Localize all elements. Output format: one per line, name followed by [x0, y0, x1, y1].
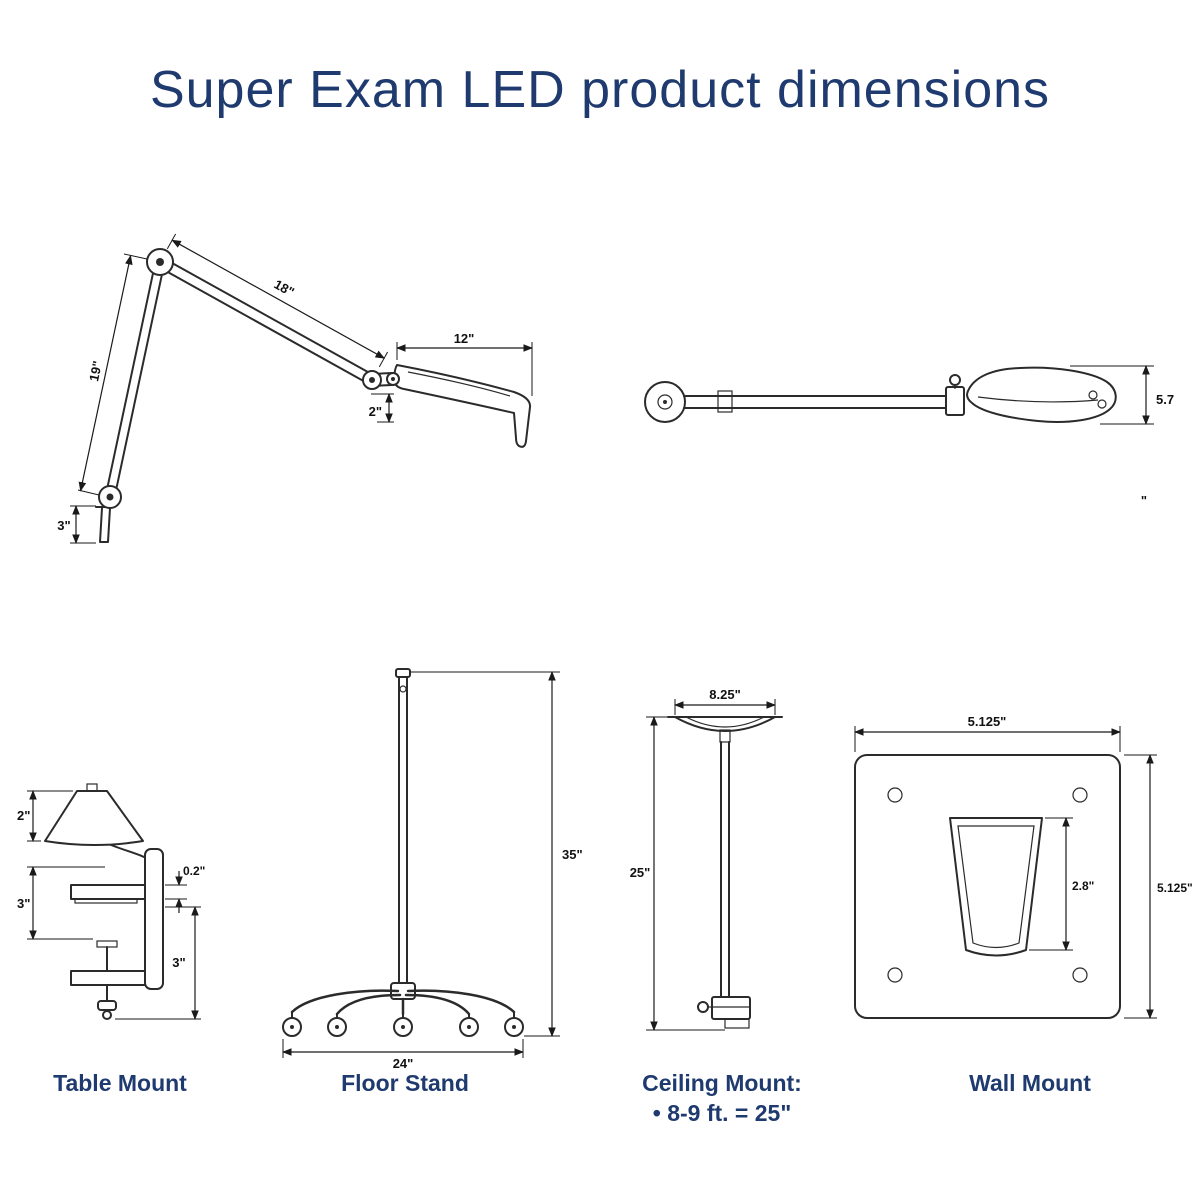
- lamp-head: [392, 364, 532, 448]
- dim-pad-thickness: 0.2": [165, 864, 205, 913]
- drawing-wall-mount: 5.125" 5.125" 2.8": [845, 712, 1200, 1047]
- dim-plate-height: 5.125": [1124, 754, 1193, 1019]
- dim-label-18: 18": [272, 277, 297, 300]
- floor-stand-svg: 35" 24": [282, 668, 583, 1071]
- drawing-lamp-extended: 18" 19" 12" 2": [40, 210, 580, 570]
- wall-mount-body: [854, 754, 1121, 1019]
- lamp-joints: [98, 248, 400, 509]
- dim-canopy-width: 8.25": [674, 687, 776, 715]
- lamp-extended-svg: 18" 19" 12" 2": [57, 233, 533, 544]
- dim-clamp-depth: 3": [115, 906, 201, 1020]
- dim-label-2in: 2": [17, 808, 30, 823]
- label-ceiling-mount-title: Ceiling Mount:: [642, 1070, 802, 1096]
- drawing-floor-stand: 35" 24": [258, 655, 593, 1080]
- dim-label-plate-width: 5.125": [968, 714, 1007, 729]
- dim-head-offset: 2": [369, 393, 394, 423]
- table-mount-svg: 2" 3" 0.2" 3": [17, 783, 205, 1020]
- dim-drop-length: 25": [630, 716, 725, 1031]
- dim-label-12: 12": [454, 331, 475, 346]
- dim-label-3in-left: 3": [17, 896, 30, 911]
- dim-upper-arm: 18": [166, 233, 389, 368]
- dim-unit-mark: ": [1141, 493, 1147, 508]
- dim-lower-arm: 19": [77, 253, 148, 496]
- table-mount-body: [44, 783, 164, 1020]
- dim-label-19: 19": [86, 359, 105, 382]
- label-ceiling-mount-note: • 8-9 ft. = 25": [652, 1100, 792, 1126]
- page-title: Super Exam LED product dimensions: [149, 61, 1051, 119]
- dim-stand-height: 35": [410, 671, 583, 1037]
- folded-lamp-head: [966, 366, 1117, 423]
- label-wall-mount: Wall Mount: [969, 1070, 1091, 1096]
- dim-base-width: 24": [282, 1039, 524, 1071]
- casters: [282, 1011, 524, 1037]
- folded-lamp-body: [644, 374, 965, 423]
- dim-label-24in: 24": [393, 1056, 414, 1071]
- label-floor-stand: Floor Stand: [341, 1070, 469, 1096]
- label-table-mount: Table Mount: [53, 1070, 187, 1096]
- dim-mount-pin: 3": [57, 505, 96, 544]
- dim-shade-height: 2": [17, 790, 73, 842]
- dim-label-3-pin: 3": [57, 518, 70, 533]
- dim-plate-width: 5.125": [854, 714, 1121, 752]
- lamp-arms: [95, 256, 393, 543]
- floor-stand-body: [282, 668, 524, 1037]
- dim-label-2: 2": [369, 404, 382, 419]
- ceiling-mount-svg: 8.25" 25": [630, 687, 783, 1031]
- wall-mount-svg: 5.125" 5.125" 2.8": [854, 714, 1193, 1019]
- dim-label-0-2in: 0.2": [183, 864, 205, 878]
- lamp-folded-svg: 5.7 ": [644, 365, 1174, 508]
- label-ceiling-mount: Ceiling Mount: • 8-9 ft. = 25": [602, 1068, 842, 1128]
- dim-head-length: 12": [396, 331, 533, 396]
- ceiling-mount-body: [667, 716, 783, 1029]
- dim-label-5-7: 5.7: [1156, 392, 1174, 407]
- dim-label-plate-height: 5.125": [1157, 881, 1193, 895]
- drawing-table-mount: 2" 3" 0.2" 3": [15, 775, 225, 1055]
- dim-arm-drop: 3": [17, 866, 105, 940]
- dim-label-8-25in: 8.25": [709, 687, 740, 702]
- drawing-lamp-folded: 5.7 ": [630, 345, 1190, 525]
- dim-head-depth: 5.7 ": [1070, 365, 1174, 508]
- dim-slot-height: 2.8": [1029, 817, 1094, 951]
- dim-label-25in: 25": [630, 865, 651, 880]
- dim-label-35in: 35": [562, 847, 583, 862]
- drawing-ceiling-mount: 8.25" 25": [628, 685, 828, 1050]
- dim-label-3in-right: 3": [172, 955, 185, 970]
- dim-label-2-8in: 2.8": [1072, 879, 1094, 893]
